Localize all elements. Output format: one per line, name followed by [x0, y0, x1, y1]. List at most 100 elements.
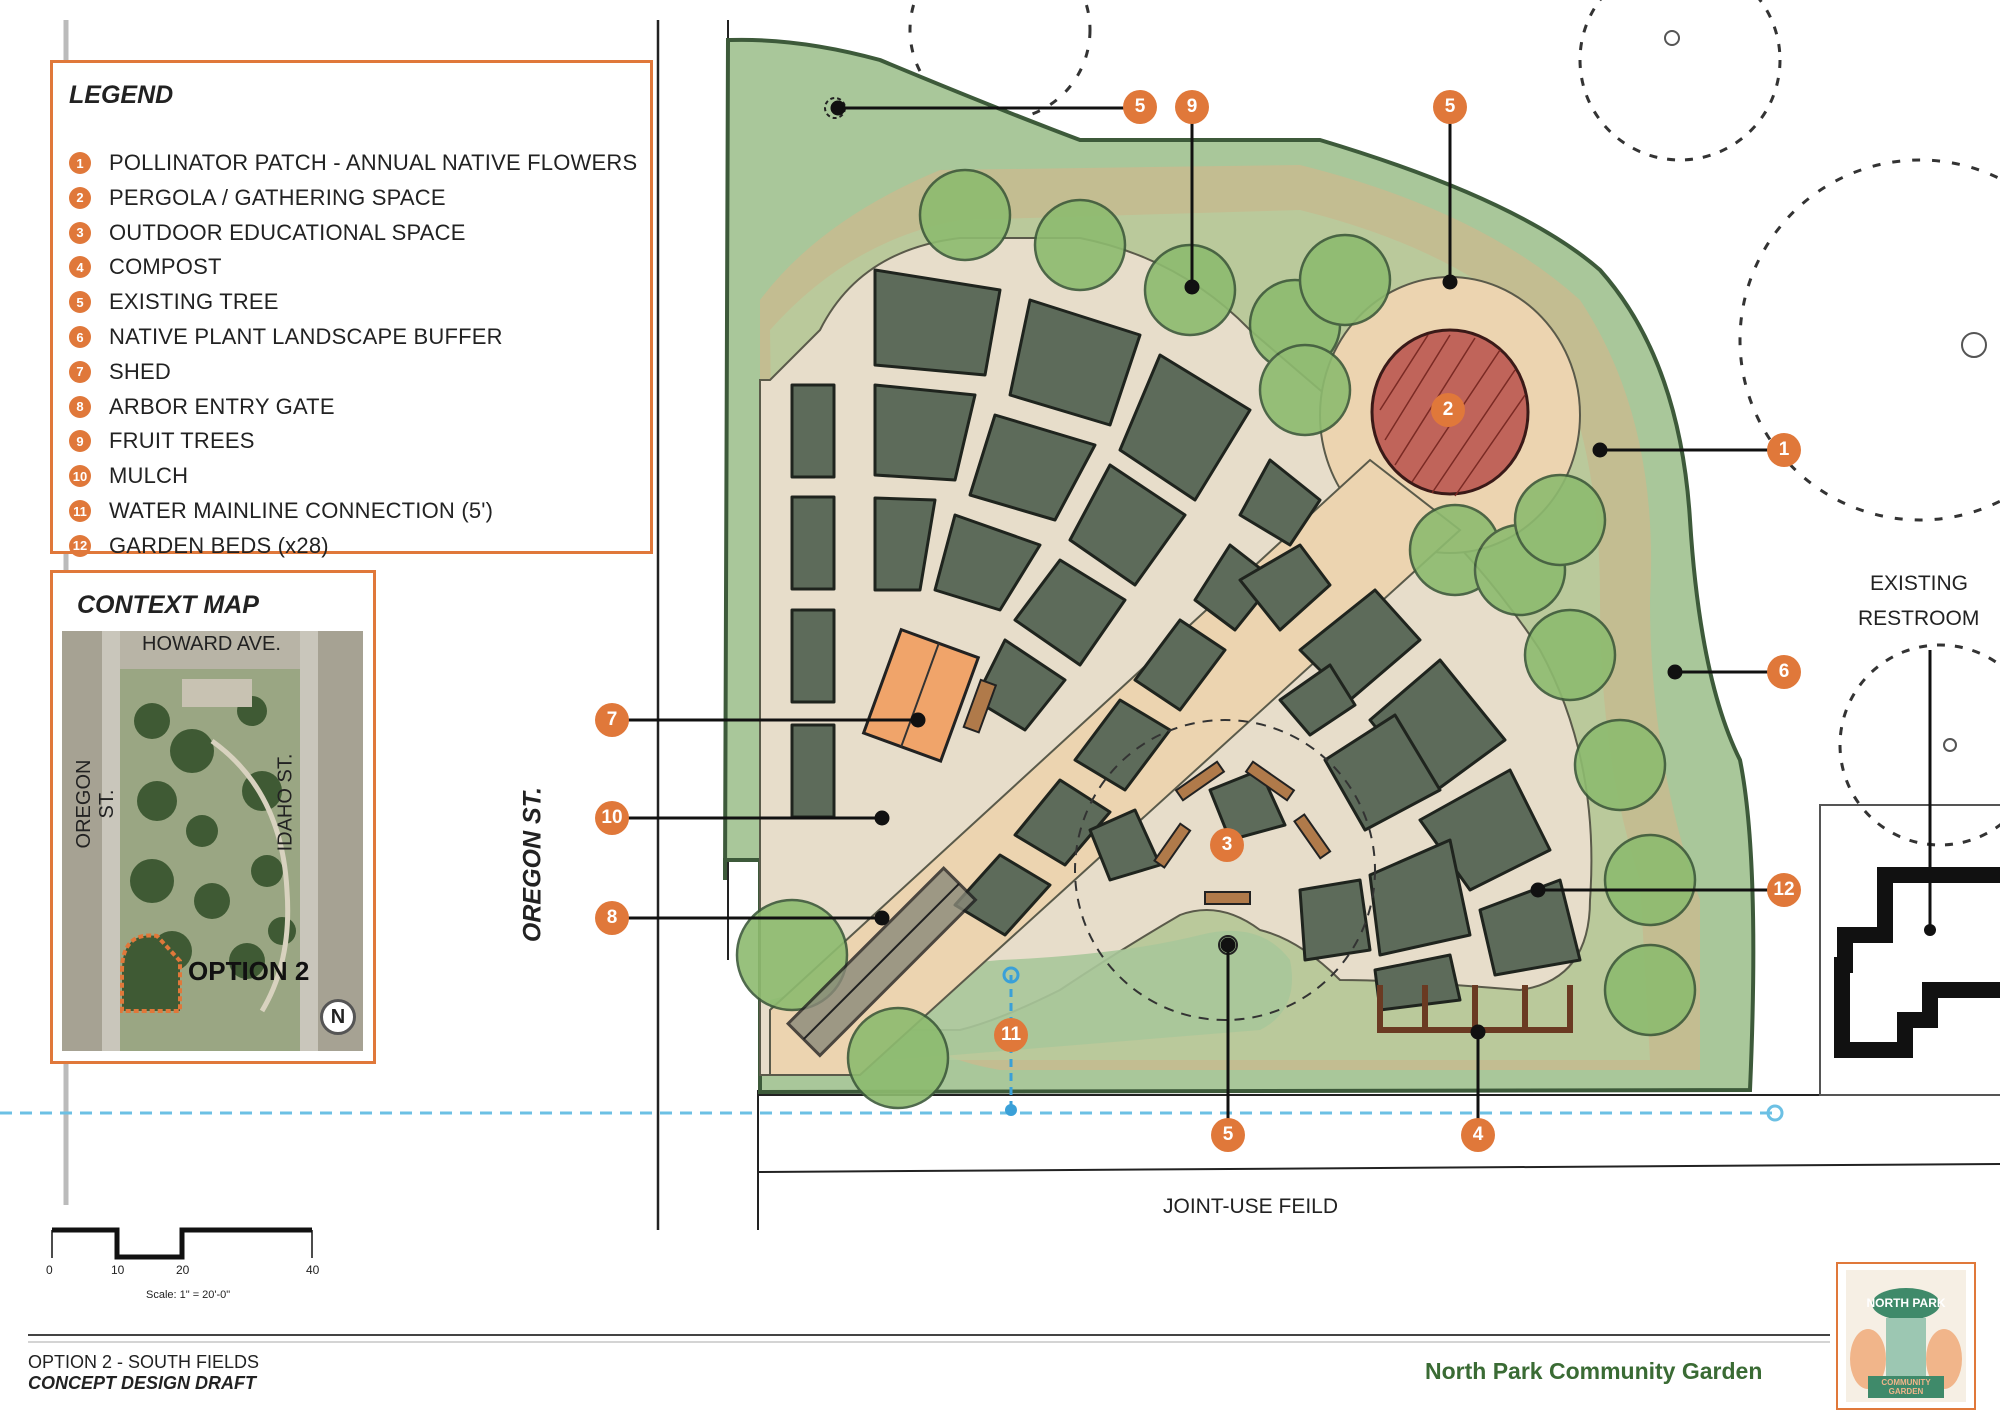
legend-item: 6 NATIVE PLANT LANDSCAPE BUFFER — [69, 322, 503, 352]
restroom-label-line2: RESTROOM — [1858, 607, 1980, 630]
legend-number-badge: 10 — [69, 465, 91, 488]
legend-item: 4 COMPOST — [69, 252, 222, 282]
callout-1: 1 — [1767, 433, 1801, 467]
callout-8: 8 — [595, 901, 629, 935]
callout-5: 5 — [1433, 90, 1467, 124]
arbor-entry-gate — [785, 865, 978, 1058]
garden-bed — [1118, 353, 1252, 502]
legend-item: 10 MULCH — [69, 461, 188, 491]
north-arrow-label: N — [330, 1005, 346, 1028]
legend-item: 3 OUTDOOR EDUCATIONAL SPACE — [69, 218, 466, 248]
log-seating — [1153, 760, 1332, 905]
garden-bed — [873, 496, 937, 592]
sheet-title-block: OPTION 2 - SOUTH FIELDS CONCEPT DESIGN D… — [28, 1352, 259, 1394]
garden-bed — [1368, 838, 1472, 957]
garden-bed — [1068, 463, 1187, 587]
legend-number-badge: 9 — [69, 430, 91, 453]
legend-item-label: NATIVE PLANT LANDSCAPE BUFFER — [109, 324, 503, 349]
callout-2: 2 — [1431, 393, 1465, 427]
legend-number-badge: 7 — [69, 360, 91, 383]
callout-6: 6 — [1767, 655, 1801, 689]
legend-number-badge: 1 — [69, 152, 91, 174]
legend-item-label: GARDEN BEDS (x28) — [109, 532, 329, 558]
garden-bed — [873, 268, 1002, 377]
legend-panel: LEGEND 1 POLLINATOR PATCH - ANNUAL NATIVE… — [50, 60, 653, 558]
garden-bed — [873, 383, 977, 482]
legend-item-label: OUTDOOR EDUCATIONAL SPACE — [109, 219, 466, 245]
legend-item-label: ARBOR ENTRY GATE — [109, 393, 335, 419]
logo-graphic — [1846, 1270, 1966, 1402]
garden-bed — [1238, 458, 1322, 547]
fruit-tree — [1573, 718, 1667, 812]
garden-bed — [1208, 768, 1287, 842]
context-option-label: OPTION 2 — [188, 956, 310, 986]
legend-item-label: COMPOST — [109, 254, 222, 280]
garden-bed — [953, 853, 1052, 937]
aerial-photo — [62, 631, 363, 1051]
project-name: North Park Community Garden — [1425, 1358, 1763, 1384]
garden-bed — [973, 638, 1067, 732]
legend-number-badge: 8 — [69, 395, 91, 418]
garden-bed — [1013, 778, 1112, 867]
legend-number-badge: 4 — [69, 256, 91, 279]
callout-9: 9 — [1175, 90, 1209, 124]
existing-tree-trunk — [1664, 30, 1680, 46]
legend-item-label: WATER MAINLINE CONNECTION (5') — [109, 498, 494, 523]
legend-item: 8 ARBOR ENTRY GATE — [69, 392, 335, 422]
fruit-tree — [1513, 473, 1607, 567]
field-label: JOINT-USE FEILD — [1163, 1195, 1339, 1218]
garden-bed — [1238, 543, 1332, 632]
fruit-tree — [1258, 343, 1352, 437]
callout-7: 7 — [595, 703, 629, 737]
garden-bed — [1278, 663, 1357, 737]
scale-tick-label: 0 — [46, 1263, 53, 1277]
fruit-tree — [918, 168, 1012, 262]
callout-5: 5 — [1123, 90, 1157, 124]
fruit-tree — [1033, 198, 1127, 292]
garden-bed — [1133, 618, 1227, 712]
garden-bed — [790, 495, 836, 591]
fruit-tree — [735, 898, 849, 1012]
legend-item-label: POLLINATOR PATCH - ANNUAL NATIVE FLOWERS — [109, 150, 638, 175]
callout-leaders — [612, 100, 1784, 1135]
existing-tree-canopy — [1578, 0, 1782, 162]
legend-title: LEGEND — [69, 81, 174, 109]
north-arrow: N — [320, 999, 356, 1035]
scale-tick-label: 40 — [306, 1263, 320, 1277]
scale-note: Scale: 1" = 20'-0" — [146, 1289, 231, 1301]
callout-11: 11 — [994, 1018, 1028, 1052]
sheet-subtitle: CONCEPT DESIGN DRAFT — [28, 1373, 257, 1393]
legend-number-badge: 2 — [69, 186, 91, 209]
fruit-tree — [846, 1006, 950, 1110]
context-street-right: IDAHO ST. — [274, 753, 297, 852]
legend-item-label: MULCH — [109, 463, 189, 489]
callout-10: 10 — [595, 801, 629, 835]
garden-bed — [1323, 713, 1442, 832]
garden-bed — [933, 513, 1042, 612]
garden-bed — [790, 608, 836, 704]
garden-bed — [1073, 698, 1172, 792]
garden-bed — [1298, 878, 1372, 962]
context-map-title: CONTEXT MAP — [77, 591, 259, 619]
scale-bar — [51, 1227, 313, 1260]
logo-text-bottom: COMMUNITY GARDEN — [1881, 1378, 1931, 1396]
field-boundary-bottom — [757, 1163, 2000, 1173]
scale-tick-label: 20 — [176, 1263, 190, 1277]
fruit-tree — [1298, 233, 1392, 327]
callout-5: 5 — [1211, 1118, 1245, 1152]
logo-text-top: NORTH PARK — [1866, 1296, 1946, 1310]
context-street-left: OREGON ST. — [73, 759, 118, 849]
fruit-tree — [1523, 608, 1617, 702]
existing-tree-canopy — [1838, 643, 2000, 847]
callout-4: 4 — [1461, 1118, 1495, 1152]
restroom-leader-dot — [1924, 924, 1936, 936]
legend-number-badge: 12 — [69, 534, 91, 557]
legend-number-badge: 6 — [69, 326, 91, 348]
legend-number-badge: 3 — [69, 221, 91, 244]
